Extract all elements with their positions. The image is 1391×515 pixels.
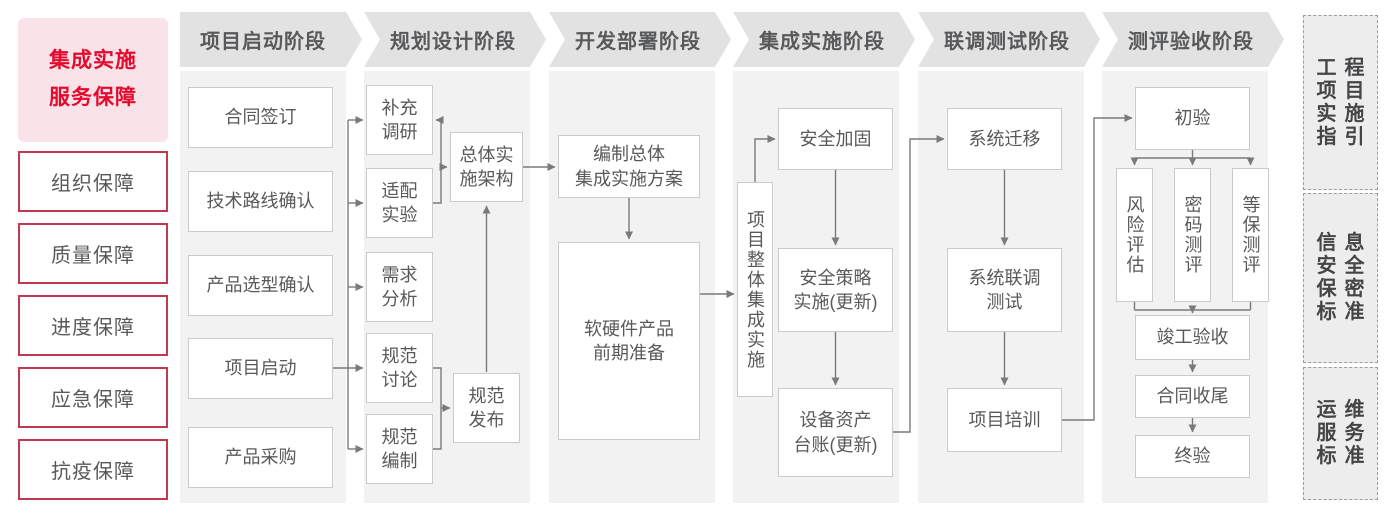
guarantee-pandemic: 抗疫保障 (18, 439, 168, 500)
node-contract-signing: 合同签订 (188, 87, 333, 148)
node-crypto-evaluation: 密码测评 (1174, 168, 1211, 302)
guarantee-emergency: 应急保障 (18, 367, 168, 428)
node-spec-drafting: 规范 编制 (366, 414, 433, 484)
node-overall-integration-impl: 项目整体集成实施 (737, 182, 773, 397)
node-supplementary-research: 补充 调研 (366, 85, 433, 155)
ref-project-implementation-guide: 工程 项目 实施 指引 (1303, 15, 1378, 190)
node-security-hardening: 安全加固 (778, 108, 893, 170)
guarantee-quality: 质量保障 (18, 223, 168, 284)
node-spec-release: 规范 发布 (453, 373, 520, 443)
node-risk-assessment: 风险评估 (1116, 168, 1153, 302)
node-project-training: 项目培训 (947, 388, 1062, 452)
node-tech-route-confirm: 技术路线确认 (188, 171, 333, 232)
node-requirement-analysis: 需求 分析 (366, 252, 433, 322)
phase-header-integration: 集成实施阶段 (733, 12, 915, 67)
node-system-migration: 系统迁移 (947, 108, 1062, 170)
node-initial-acceptance: 初验 (1135, 87, 1250, 150)
node-completion-acceptance: 竣工验收 (1135, 315, 1250, 360)
node-final-acceptance: 终验 (1135, 435, 1250, 478)
phase-header-planning: 规划设计阶段 (364, 12, 546, 67)
node-overall-architecture: 总体实 施架构 (450, 132, 523, 202)
node-mlps-evaluation: 等保测评 (1232, 168, 1269, 302)
phase-header-acceptance: 测评验收阶段 (1102, 12, 1284, 67)
node-adaptation-test: 适配 实验 (366, 168, 433, 238)
guarantee-schedule: 进度保障 (18, 295, 168, 356)
phase-header-development: 开发部署阶段 (549, 12, 731, 67)
phase-header-joint-test: 联调测试阶段 (918, 12, 1100, 67)
node-spec-discussion: 规范 讨论 (366, 333, 433, 403)
guarantee-organization: 组织保障 (18, 151, 168, 212)
node-asset-ledger-update: 设备资产 台账(更新) (778, 388, 893, 477)
node-hw-sw-preparation: 软硬件产品 前期准备 (558, 242, 700, 440)
ref-infosec-confidentiality-standard: 信息 安全 保密 标准 (1303, 193, 1378, 363)
node-product-procurement: 产品采购 (188, 427, 333, 488)
node-overall-integration-plan: 编制总体 集成实施方案 (558, 135, 700, 198)
diagram-title: 集成实施 服务保障 (18, 18, 168, 142)
ref-ops-service-standard: 运维 服务 标准 (1303, 367, 1378, 500)
node-security-policy-impl: 安全策略 实施(更新) (778, 248, 893, 332)
node-product-selection: 产品选型确认 (188, 255, 333, 316)
phase-header-kickoff: 项目启动阶段 (180, 12, 362, 67)
node-system-joint-test: 系统联调 测试 (947, 248, 1062, 332)
node-contract-closure: 合同收尾 (1135, 375, 1250, 418)
node-project-kickoff: 项目启动 (188, 338, 333, 399)
